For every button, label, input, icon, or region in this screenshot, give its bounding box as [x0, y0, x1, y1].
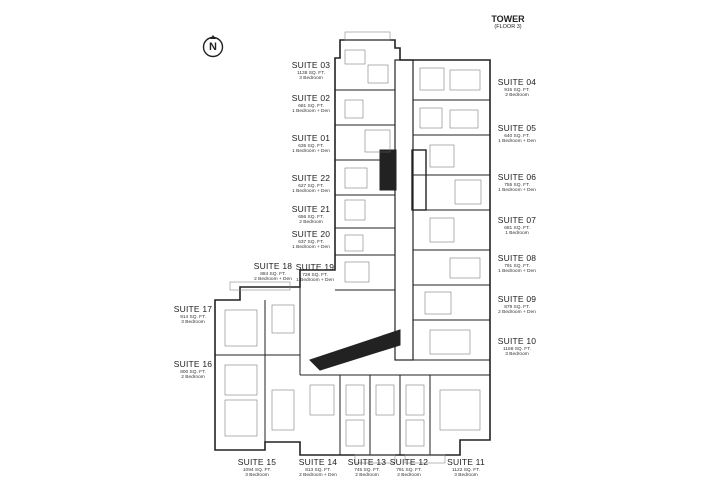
suite-type: 2 Bedroom + Den: [498, 310, 536, 316]
suite-name: SUITE 10: [497, 336, 537, 346]
suite-type: 1 Bedroom + Den: [296, 278, 334, 284]
suite-type: 3 Bedroom: [299, 76, 323, 82]
suite-type: 3 Bedroom: [181, 320, 205, 326]
suite-name: SUITE 03: [291, 60, 331, 70]
suite-area: 635 SQ. FT.: [298, 143, 324, 149]
suite-area: 915 SQ. FT.: [504, 87, 530, 93]
suite-area: 884 SQ. FT.: [260, 271, 286, 277]
suite-type: 1 Bedroom + Den: [498, 269, 536, 275]
suite-area: 681 SQ. FT.: [504, 225, 530, 231]
suite-area: 1168 SQ. FT.: [503, 346, 531, 352]
suite-name: SUITE 06: [497, 172, 537, 182]
suite-area: 813 SQ. FT.: [305, 467, 331, 473]
suite-name: SUITE 13: [347, 457, 387, 467]
suite-type: 1 Bedroom + Den: [498, 139, 536, 145]
suite-area: 1094 SQ. FT.: [242, 467, 272, 473]
plan-title-floor: (FLOOR 3): [494, 24, 522, 30]
suite-name: SUITE 14: [298, 457, 338, 467]
north-compass-icon: N: [200, 34, 226, 60]
suite-area: 1138 SQ. FT.: [297, 70, 325, 76]
suite-type: 1 Bedroom + Den: [292, 189, 330, 195]
suite-name: SUITE 11: [447, 457, 485, 467]
suite-type: 1 Bedroom + Den: [292, 245, 330, 251]
suite-type: 2 Bedroom: [505, 93, 529, 99]
suite-name: SUITE 18: [253, 261, 293, 271]
suite-area: 879 SQ. FT.: [504, 304, 530, 310]
suite-name: SUITE 02: [291, 93, 331, 103]
suite-type: 1 Bedroom + Den: [292, 109, 330, 115]
plan-title: TOWER (FLOOR 3): [483, 14, 533, 30]
suite-name: SUITE 21: [291, 204, 331, 214]
suite-area: 637 SQ. FT.: [298, 239, 324, 245]
suite-area: 791 SQ. FT.: [396, 467, 422, 473]
suite-name: SUITE 22: [291, 173, 331, 183]
suite-area: 800 SQ. FT.: [180, 369, 206, 375]
suite-type: 1 Bedroom: [505, 231, 529, 237]
suite-name: SUITE 17: [173, 304, 213, 314]
suite-area: 656 SQ. FT.: [298, 214, 324, 220]
suite-area: 755 SQ. FT.: [504, 182, 530, 188]
suite-type: 2 Bedroom + Den: [299, 473, 337, 479]
suite-name: SUITE 19: [295, 262, 335, 272]
suite-name: SUITE 09: [497, 294, 537, 304]
suite-area: 914 SQ. FT.: [180, 314, 206, 320]
suite-type: 2 Bedroom: [397, 473, 421, 479]
suite-type: 2 Bedroom: [299, 220, 323, 226]
suite-name: SUITE 20: [291, 229, 331, 239]
suite-type: 1 Bedroom + Den: [498, 188, 536, 194]
suite-name: SUITE 04: [497, 77, 537, 87]
suite-name: SUITE 05: [497, 123, 537, 133]
suite-name: SUITE 16: [173, 359, 213, 369]
suite-name: SUITE 15: [237, 457, 277, 467]
plan-title-main: TOWER: [491, 14, 525, 24]
suite-area: 1122 SQ. FT.: [452, 467, 480, 473]
elevator-core: [379, 149, 397, 191]
suite-type: 3 Bedroom: [505, 352, 529, 358]
suite-type: 1 Bedroom + Den: [292, 149, 330, 155]
suite-area: 728 SQ. FT.: [302, 272, 328, 278]
suite-type: 2 Bedroom: [181, 375, 205, 381]
tower-outline: [214, 39, 491, 456]
suite-type: 3 Bedroom: [454, 473, 478, 479]
suite-area: 745 SQ. FT.: [354, 467, 380, 473]
suite-area: 791 SQ. FT.: [504, 263, 530, 269]
suite-type: 3 Bedroom: [245, 473, 269, 479]
suite-name: SUITE 07: [497, 215, 537, 225]
suite-area: 627 SQ. FT.: [298, 183, 324, 189]
corridor: [394, 59, 414, 361]
north-letter: N: [209, 41, 217, 53]
suite-area: 681 SQ. FT.: [298, 103, 324, 109]
suite-area: 640 SQ. FT.: [504, 133, 530, 139]
suite-name: SUITE 01: [291, 133, 331, 143]
suite-name: SUITE 08: [497, 253, 537, 263]
suite-type: 2 Bedroom: [355, 473, 379, 479]
suite-type: 2 Bedroom + Den: [254, 277, 292, 283]
suite-name: SUITE 12: [389, 457, 429, 467]
